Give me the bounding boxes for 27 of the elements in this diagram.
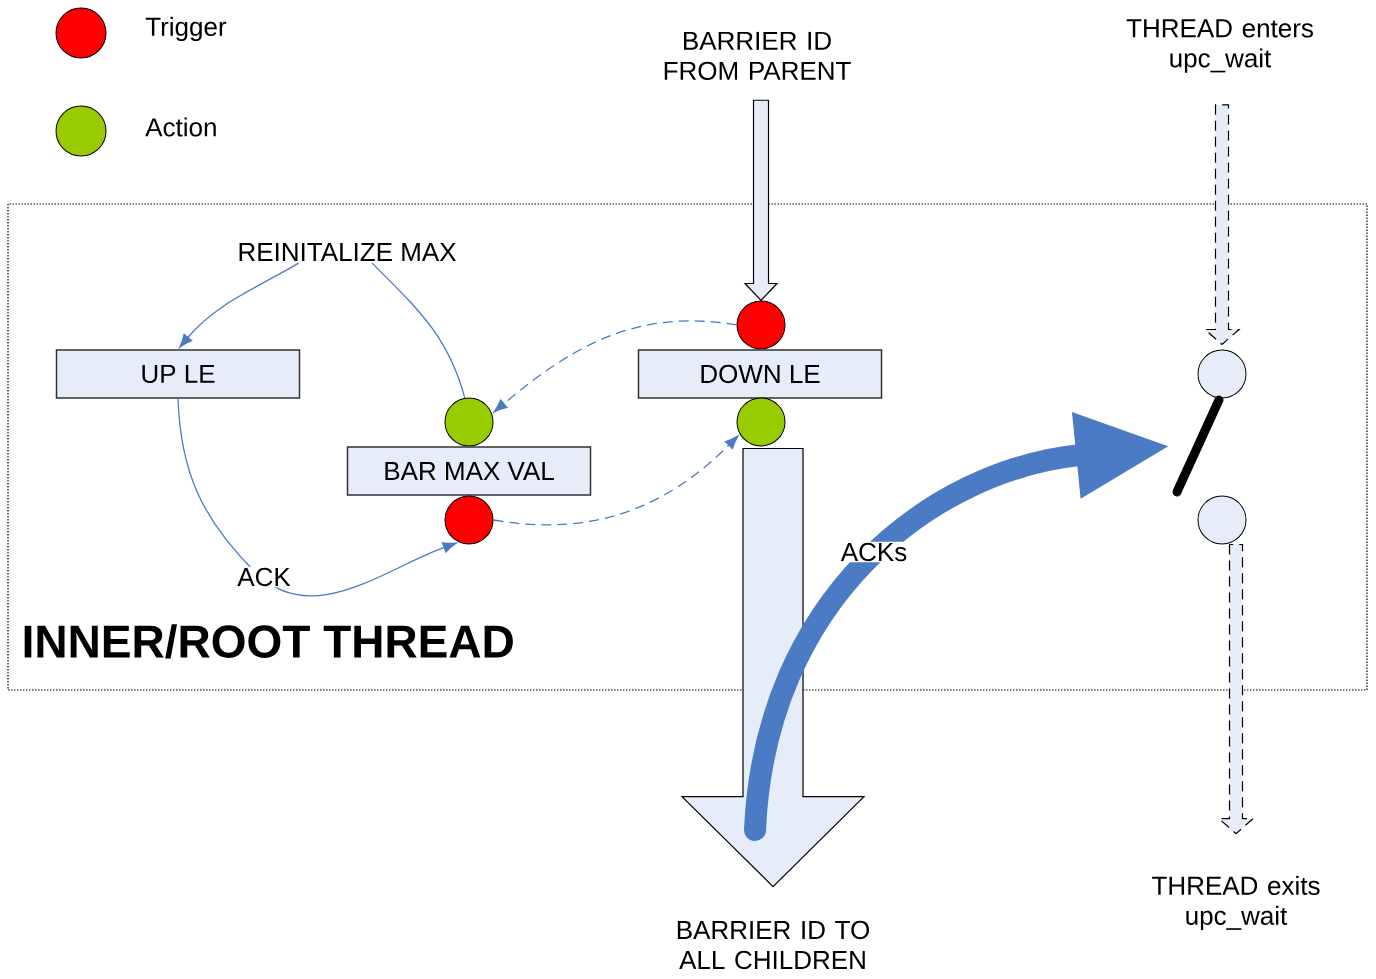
state-circle [736,397,786,447]
arrow [177,398,457,597]
block-arrow [1203,104,1241,346]
process-box: BAR MAX VAL [346,446,592,496]
text-label: BARRIER ID FROM PARENT [664,31,851,81]
arrow [492,435,739,526]
block-arrow [680,447,866,888]
legend-label: Trigger [145,16,227,42]
state-circle [1197,495,1247,545]
text-label: BARRIER ID TO ALL CHILDREN [677,920,870,970]
edge-label: ACK [236,566,292,588]
state-circle [444,397,494,447]
state-circle [444,495,494,545]
process-box: UP LE [55,349,301,399]
edge-label: ACKs [839,541,909,563]
legend-label: Action [145,117,216,137]
arrow [493,320,738,413]
process-box: DOWN LE [637,349,883,399]
state-circle [736,300,786,350]
block-arrow [743,99,779,302]
arrow [179,262,300,348]
text-label: THREAD enters upc_wait [1126,19,1313,73]
block-arrow [1217,543,1255,835]
text-label: REINITALIZE MAX [239,243,456,261]
text-label: THREAD exits upc_wait [1152,875,1320,931]
state-circle [1197,349,1247,399]
switch-lever [1172,395,1224,497]
